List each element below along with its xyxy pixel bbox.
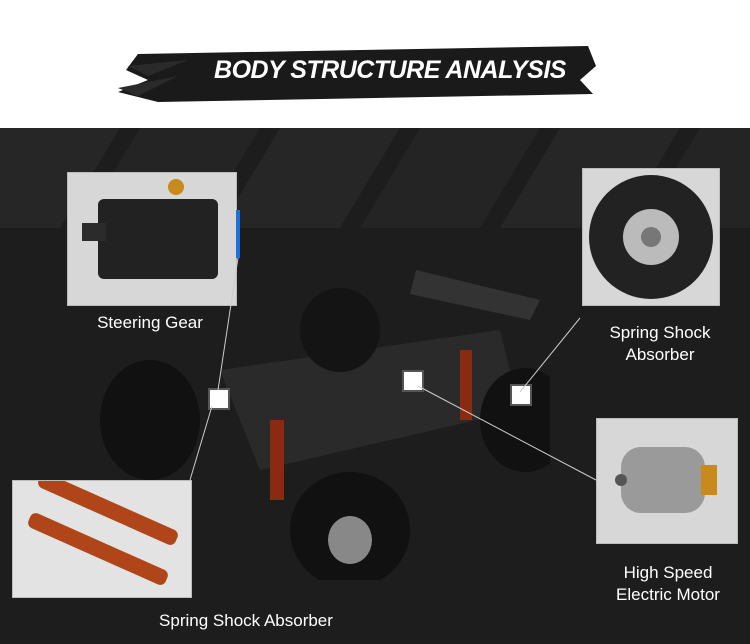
shock-marker — [512, 386, 530, 404]
brush-stroke-background — [118, 46, 596, 102]
page-title: BODY STRUCTURE ANALYSIS — [214, 56, 566, 84]
motor-image — [596, 418, 738, 544]
steering-marker — [210, 390, 228, 408]
product-scene: Steering Gear Spring Shock Absorber High… — [0, 128, 750, 644]
motor-label: High Speed Electric Motor — [616, 563, 720, 604]
accent-bar — [236, 210, 240, 258]
spring-shock-right-label: Spring Shock Absorber — [609, 323, 711, 364]
motor-marker — [404, 372, 422, 390]
wheel-image — [582, 168, 720, 306]
steering-gear-image — [67, 172, 237, 306]
spring-shock-bottom-label: Spring Shock Absorber — [159, 611, 333, 630]
shock-absorbers-image — [12, 473, 192, 598]
steering-gear-label: Steering Gear — [97, 313, 203, 332]
header-banner: BODY STRUCTURE ANALYSIS — [0, 0, 750, 128]
